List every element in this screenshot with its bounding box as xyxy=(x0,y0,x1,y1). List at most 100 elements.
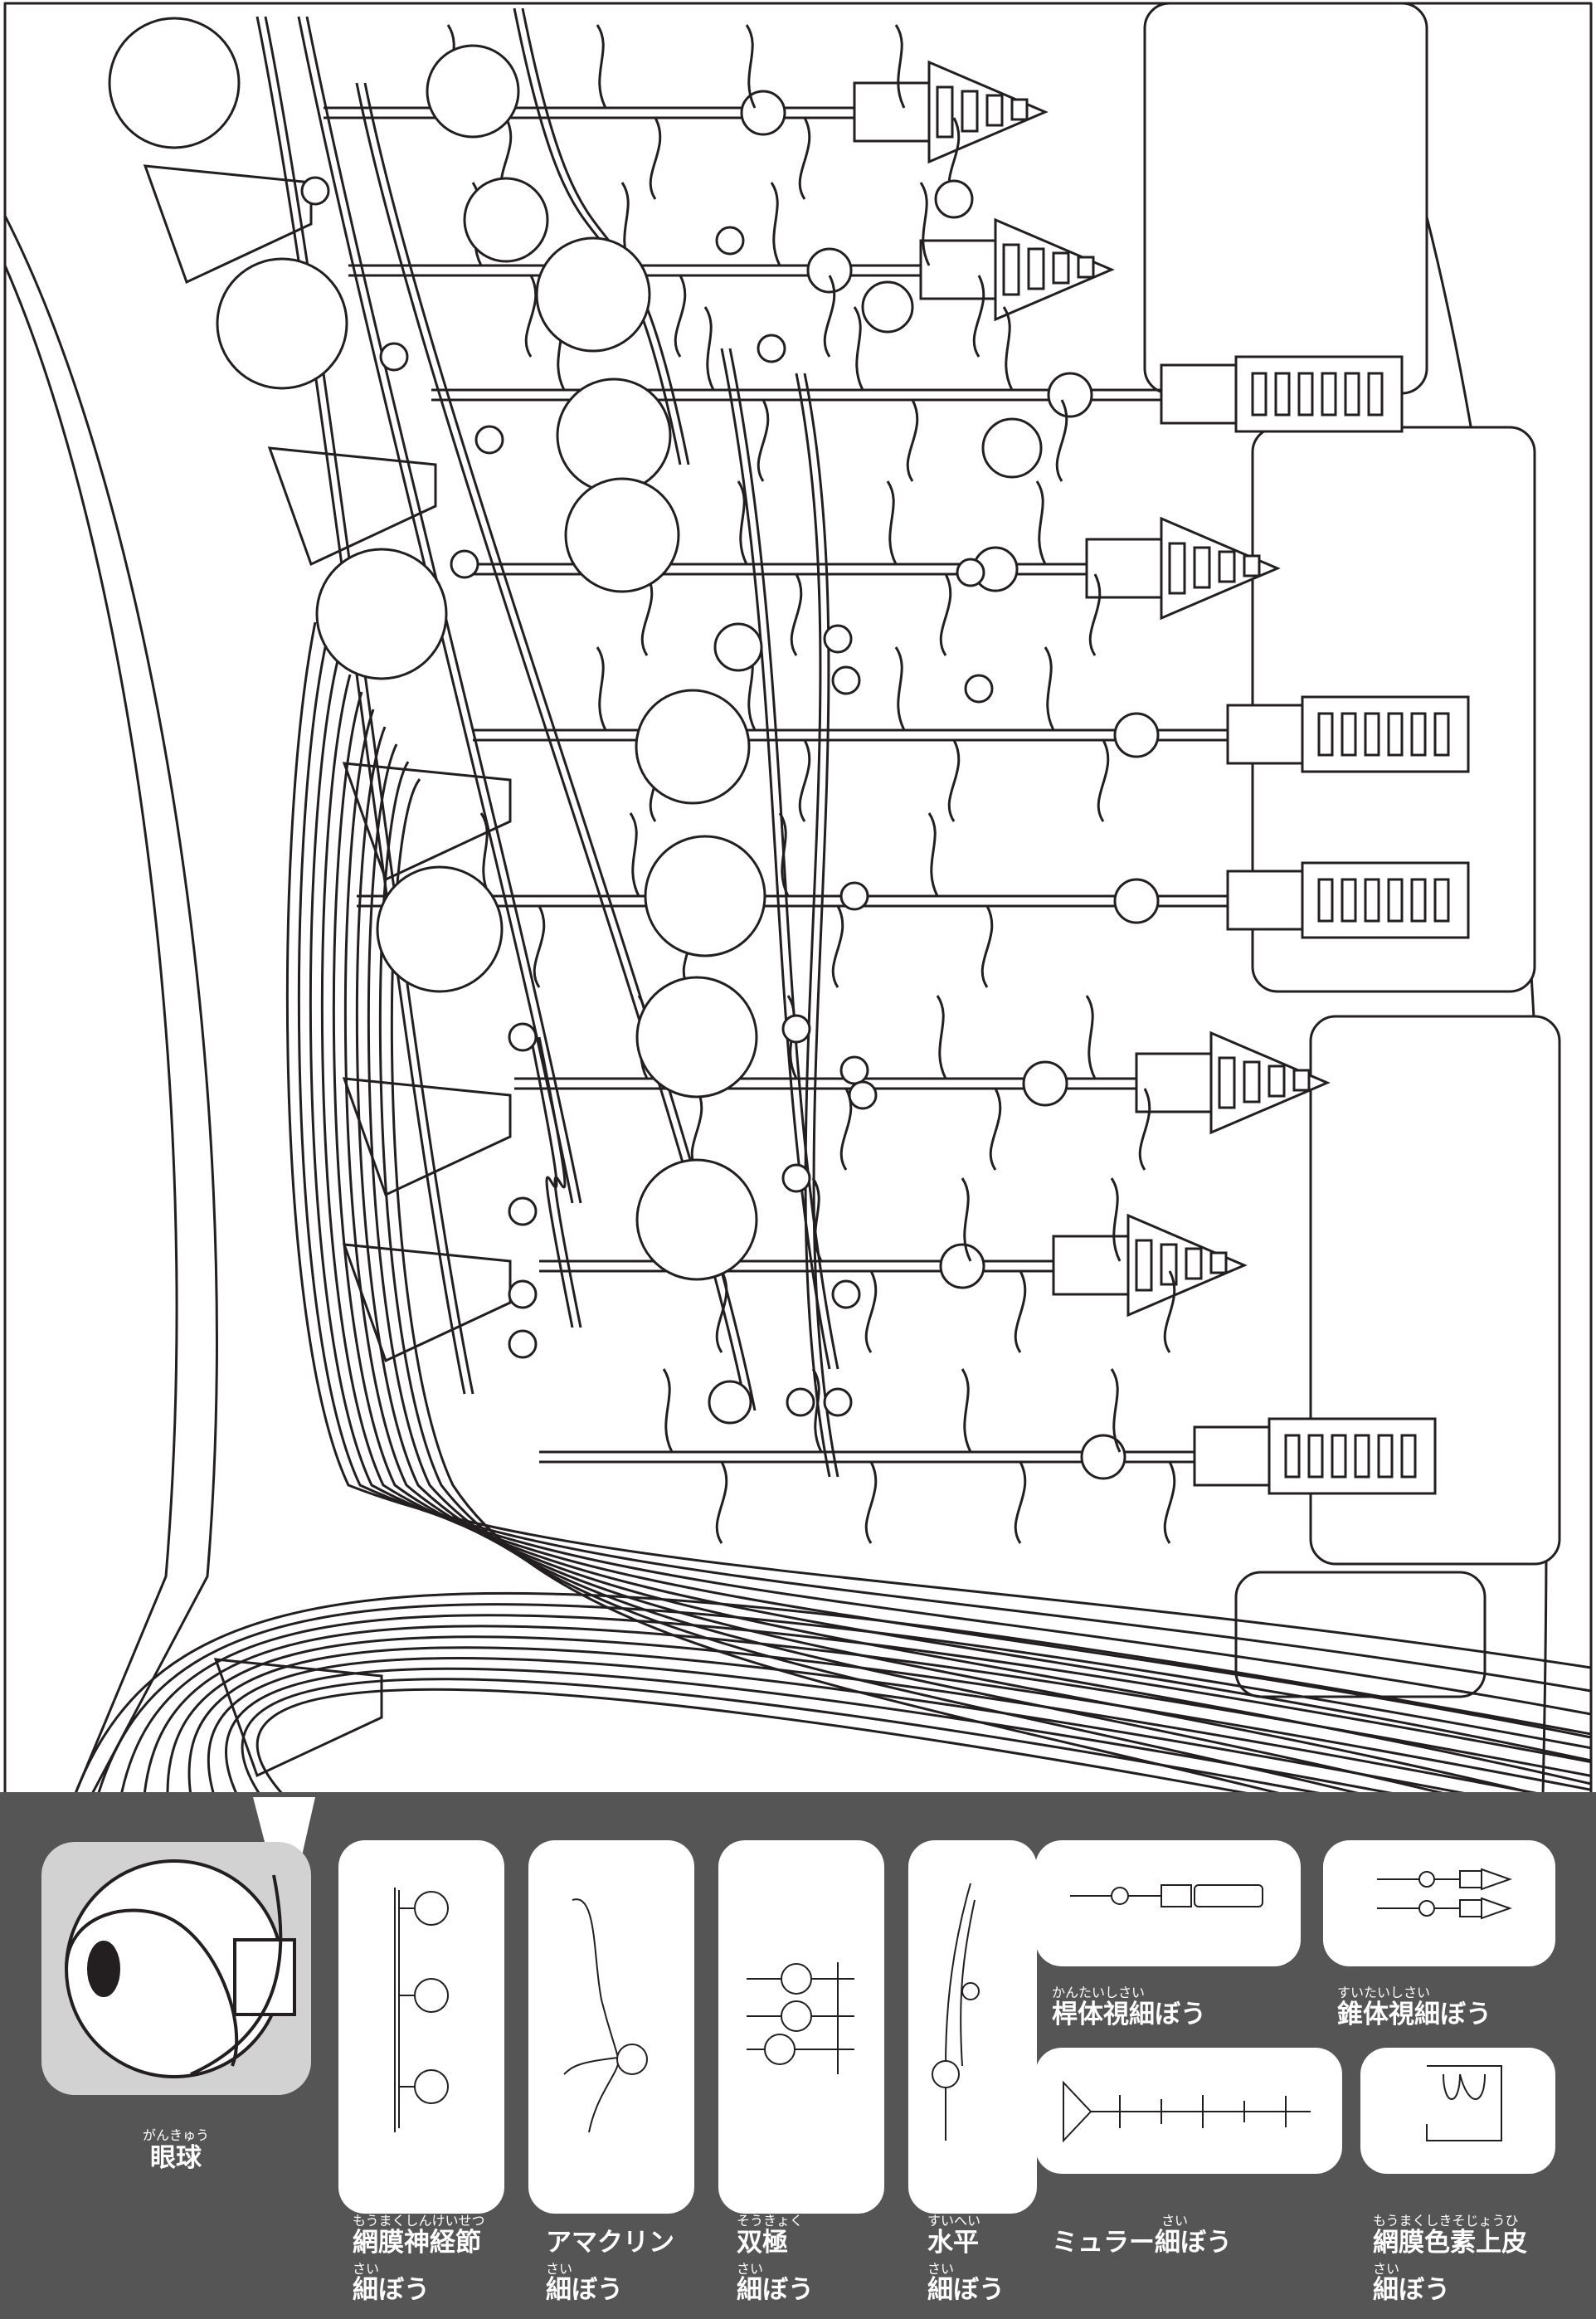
interneuron-fiber xyxy=(538,1036,582,1328)
ganglion-cell-body xyxy=(213,1658,383,1778)
cell-soma xyxy=(635,689,751,805)
cone-disc xyxy=(1243,1060,1261,1103)
muller-process xyxy=(1014,1270,1027,1353)
interneuron-fiber xyxy=(529,1036,574,1328)
amacrine-label-line2: 細ぼう xyxy=(546,2275,623,2305)
synapse-knob xyxy=(964,674,994,704)
rod-disc xyxy=(1317,878,1334,923)
synapse-knob xyxy=(450,549,479,579)
inner-segment xyxy=(1226,870,1304,931)
rod-disc xyxy=(1367,372,1384,417)
muller-process xyxy=(894,24,906,109)
ganglion-cell-body xyxy=(143,164,313,285)
rpe-label-line1: 網膜色素上皮 xyxy=(1373,2228,1527,2258)
inner-segment xyxy=(1052,1235,1130,1296)
cone-disc xyxy=(1292,1069,1311,1092)
muller-process xyxy=(1044,646,1055,731)
rod-disc xyxy=(1377,1434,1394,1479)
muller-process xyxy=(662,1368,674,1453)
rod-disc xyxy=(1307,1434,1324,1479)
inner-segment xyxy=(1135,1052,1213,1113)
cone-disc xyxy=(1218,1056,1236,1109)
muller-process xyxy=(1085,995,1097,1079)
synapse-knob xyxy=(379,342,409,372)
muller-process xyxy=(524,275,538,358)
eyeball-icon xyxy=(65,1859,296,2078)
synapse-knob xyxy=(848,1080,878,1110)
synapse-knob xyxy=(831,665,861,695)
ganglion-cell-body xyxy=(342,1243,512,1363)
muller-process xyxy=(831,905,844,988)
horizontal-ruby2: さい xyxy=(927,2261,955,2277)
synapse-knob xyxy=(715,226,745,256)
cone-disc xyxy=(1010,98,1029,121)
rod-disc xyxy=(1344,372,1360,417)
bipolar-label-line2: 細ぼう xyxy=(737,2275,814,2305)
muller-process xyxy=(1035,480,1047,565)
muller-process xyxy=(864,1270,878,1353)
interneuron-fiber xyxy=(795,373,831,1478)
interneuron-fiber xyxy=(803,373,839,1478)
cell-soma xyxy=(108,17,241,149)
axon-fiber xyxy=(390,778,1592,1878)
ganglion-mini-icon xyxy=(394,1888,449,2132)
ganglion-label-line1: 網膜神経節 xyxy=(353,2228,481,2258)
axon-fiber xyxy=(355,726,1592,1809)
interneuron-fiber xyxy=(264,16,474,1395)
synapse-knob xyxy=(786,1387,815,1417)
horizontal-label-line1: 水平 xyxy=(927,2228,979,2258)
photoreceptor-row xyxy=(348,182,1115,358)
interneuron-fibers xyxy=(255,7,839,1478)
axon-fiber xyxy=(119,1614,1592,1796)
cone-disc xyxy=(1027,247,1045,290)
cone-disc xyxy=(1209,1251,1228,1274)
amacrine-ruby2: さい xyxy=(546,2261,573,2277)
muller-process xyxy=(961,1177,972,1262)
ganglion-card xyxy=(338,1840,504,2214)
muller-process xyxy=(1097,739,1110,822)
photoreceptor-nucleus xyxy=(1047,372,1093,418)
muller-process xyxy=(1055,399,1068,482)
cell-soma xyxy=(564,477,680,593)
cell-soma xyxy=(376,865,504,993)
photoreceptor-nucleus xyxy=(1022,1060,1068,1107)
muller-process xyxy=(980,905,994,988)
horizontal-card xyxy=(908,1840,1037,2214)
cone-disc xyxy=(936,85,954,139)
photoreceptor-nucleus xyxy=(1113,878,1160,924)
muller-mini-icon xyxy=(1063,2080,1311,2143)
eyeball-label: 眼球 xyxy=(150,2143,202,2173)
photoreceptor-row xyxy=(357,812,1470,988)
inner-segment xyxy=(853,81,931,143)
axon-fiber xyxy=(285,621,1592,1669)
bipolar-ruby: そうきょく xyxy=(737,2213,804,2229)
synapse-knob xyxy=(757,334,786,363)
muller-process xyxy=(533,905,546,988)
muller-process xyxy=(674,275,687,358)
axon-fiber xyxy=(367,743,1592,1832)
bipolar-ruby2: さい xyxy=(737,2261,764,2277)
rod-disc xyxy=(1410,878,1427,923)
synapse-knob xyxy=(781,1163,811,1193)
synapse-knob xyxy=(508,1022,538,1052)
axon-fiber xyxy=(207,1656,1592,1820)
muller-process xyxy=(790,573,803,656)
cone-disc xyxy=(1243,554,1261,577)
muller-process xyxy=(947,739,961,822)
muller-process xyxy=(936,995,947,1079)
axon-fiber xyxy=(96,1603,1592,1796)
rod-disc xyxy=(1387,712,1404,757)
bipolar-mini-icon xyxy=(747,1962,854,2074)
rod-disc xyxy=(1364,712,1380,757)
cone-disc xyxy=(961,90,979,133)
inner-segment xyxy=(1160,363,1238,425)
nerve-fiber-bundle xyxy=(73,621,1592,1878)
synapse-knob xyxy=(956,558,985,587)
axon-fiber xyxy=(73,1591,1592,1796)
rod-disc xyxy=(1433,878,1450,923)
cone-disc xyxy=(1218,550,1236,583)
cell-soma xyxy=(315,548,448,680)
photoreceptor-nucleus xyxy=(939,1243,985,1289)
rod-disc xyxy=(1341,712,1357,757)
muller-process xyxy=(1014,1461,1027,1544)
